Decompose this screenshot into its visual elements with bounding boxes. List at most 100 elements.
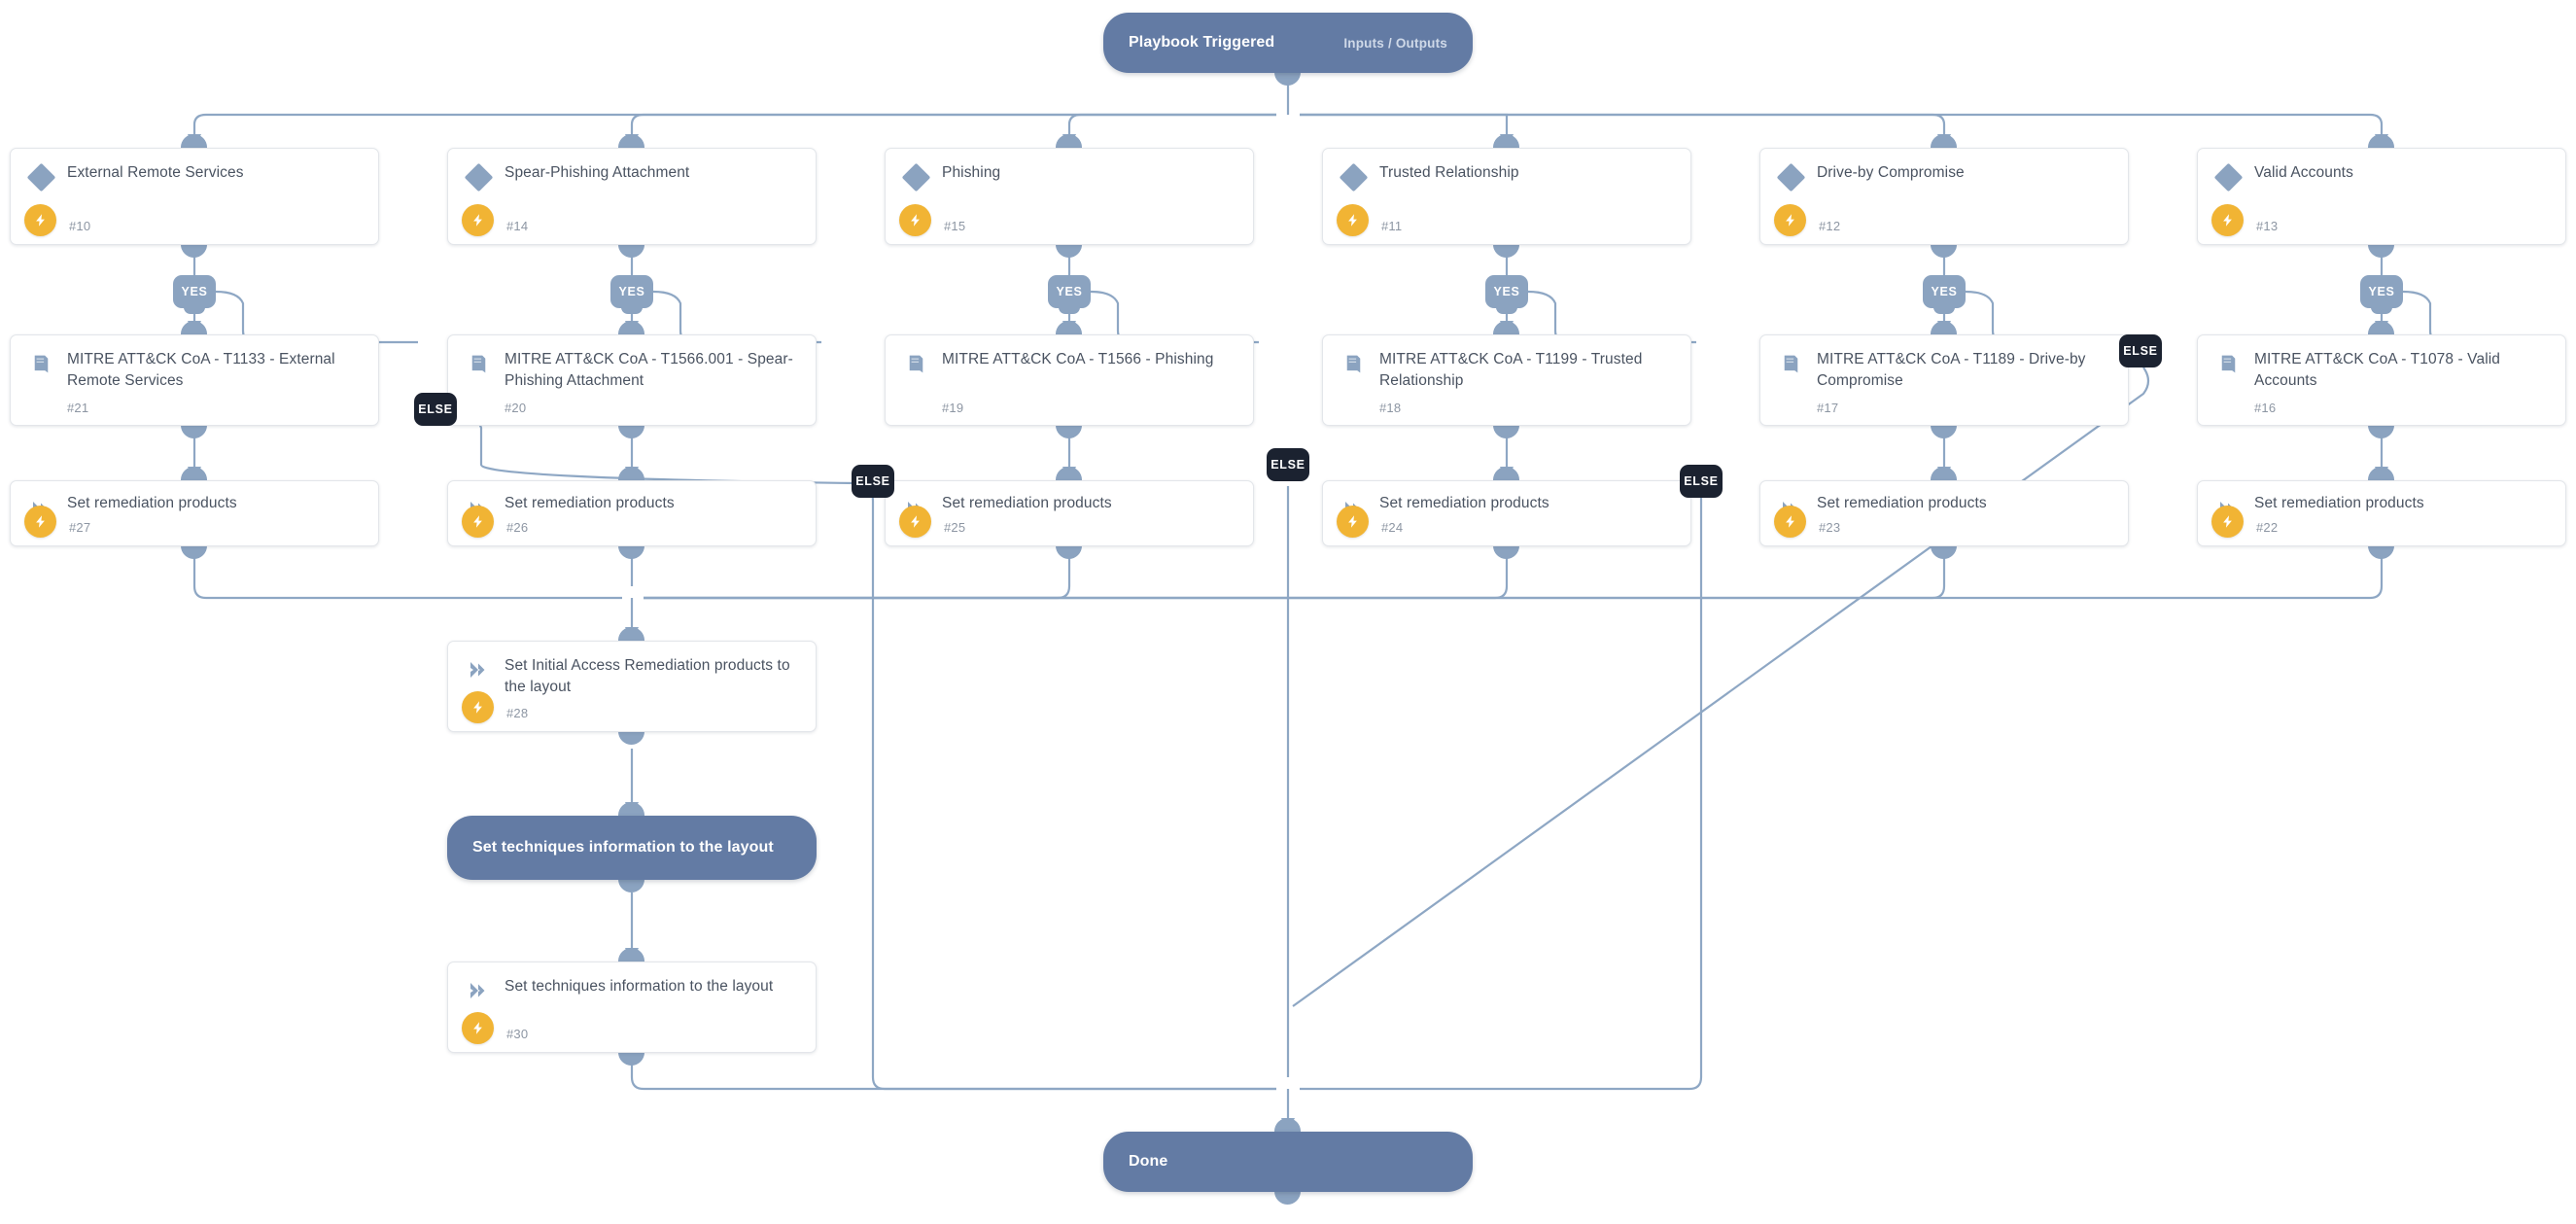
lightning-bolt-icon [2211,204,2244,236]
action-output-port [1056,545,1082,559]
playbook-trigger-node[interactable]: Playbook Triggered Inputs / Outputs [1103,13,1473,73]
node-title: Spear-Phishing Attachment [505,164,690,181]
coa-card-t1133[interactable]: MITRE ATT&CK CoA - T1133 - External Remo… [10,334,379,426]
node-id: #15 [944,219,966,233]
node-title: Set remediation products [2254,495,2424,511]
coa-output-port [181,425,207,438]
action-input-port [1931,467,1957,480]
diamond-icon [1339,162,1368,192]
condition-output-port [2368,244,2394,258]
node-title: Set remediation products [1817,495,1987,511]
node-id: #28 [506,706,529,720]
condition-input-port [181,134,207,148]
node-id: #13 [2256,219,2279,233]
section-input-port [618,802,644,816]
branch-badge-yes[interactable]: YES [2360,275,2403,308]
coa-card-t1566-001[interactable]: MITRE ATT&CK CoA - T1566.001 - Spear-Phi… [447,334,817,426]
condition-card-drive-by-compromise[interactable]: Drive-by Compromise #12 [1759,148,2129,245]
condition-input-port [1056,134,1082,148]
node-title: Valid Accounts [2254,164,2353,181]
action-card-set-techniques-information[interactable]: Set techniques information to the layout… [447,962,817,1053]
node-title: MITRE ATT&CK CoA - T1566 - Phishing [942,351,1214,367]
node-id: #11 [1381,219,1403,233]
done-node[interactable]: Done [1103,1132,1473,1192]
book-icon [28,351,53,376]
condition-output-port [1056,244,1082,258]
condition-input-port [2368,134,2394,148]
coa-input-port [618,321,644,334]
node-id: #16 [2254,401,2277,415]
node-title: MITRE ATT&CK CoA - T1566.001 - Spear-Phi… [505,351,793,389]
branch-badge-else[interactable]: ELSE [1680,465,1723,498]
branch-badge-yes[interactable]: YES [610,275,653,308]
diamond-icon [901,162,930,192]
coa-input-port [2368,321,2394,334]
action-card-set-remediation-products[interactable]: Set remediation products #27 [10,480,379,546]
node-title: Phishing [942,164,1001,181]
coa-card-t1189[interactable]: MITRE ATT&CK CoA - T1189 - Drive-by Comp… [1759,334,2129,426]
lightning-bolt-icon [462,204,494,236]
node-id: #21 [67,401,89,415]
coa-card-t1566[interactable]: MITRE ATT&CK CoA - T1566 - Phishing #19 [885,334,1254,426]
branch-badge-else[interactable]: ELSE [414,393,457,426]
book-icon [2215,351,2241,376]
node-id: #18 [1379,401,1402,415]
node-id: #26 [506,520,529,535]
condition-input-port [1931,134,1957,148]
node-title: Set remediation products [67,495,237,511]
action-card-set-initial-access-remediation[interactable]: Set Initial Access Remediation products … [447,641,817,732]
tail-input-port [618,948,644,962]
done-input-port [1274,1118,1301,1132]
branch-badge-yes[interactable]: YES [1485,275,1528,308]
branch-badge-else[interactable]: ELSE [1267,448,1309,481]
condition-card-valid-accounts[interactable]: Valid Accounts #13 [2197,148,2566,245]
branch-badge-yes[interactable]: YES [173,275,216,308]
action-input-port [181,467,207,480]
done-output-port [1274,1191,1301,1205]
condition-output-port [1931,244,1957,258]
node-title: External Remote Services [67,164,244,181]
node-id: #20 [505,401,527,415]
branch-badge-else[interactable]: ELSE [852,465,894,498]
condition-output-port [181,244,207,258]
condition-card-trusted-relationship[interactable]: Trusted Relationship #11 [1322,148,1691,245]
node-id: #23 [1819,520,1841,535]
condition-card-phishing[interactable]: Phishing #15 [885,148,1254,245]
lightning-bolt-icon [462,506,494,538]
coa-card-t1199[interactable]: MITRE ATT&CK CoA - T1199 - Trusted Relat… [1322,334,1691,426]
book-icon [466,351,491,376]
action-output-port [181,545,207,559]
action-card-set-remediation-products[interactable]: Set remediation products #26 [447,480,817,546]
action-card-set-remediation-products[interactable]: Set remediation products #24 [1322,480,1691,546]
condition-card-spear-phishing-attachment[interactable]: Spear-Phishing Attachment #14 [447,148,817,245]
node-id: #19 [942,401,964,415]
action-card-set-remediation-products[interactable]: Set remediation products #25 [885,480,1254,546]
coa-input-port [1931,321,1957,334]
action-input-port [2368,467,2394,480]
node-title: Trusted Relationship [1379,164,1519,181]
node-title: Set remediation products [1379,495,1549,511]
coa-card-t1078[interactable]: MITRE ATT&CK CoA - T1078 - Valid Account… [2197,334,2566,426]
lightning-bolt-icon [462,691,494,723]
action-card-set-remediation-products[interactable]: Set remediation products #22 [2197,480,2566,546]
section-pill-set-techniques-info[interactable]: Set techniques information to the layout [447,816,817,880]
coa-output-port [1931,425,1957,438]
condition-output-port [1493,244,1519,258]
action-input-port [1493,467,1519,480]
inputs-outputs-label[interactable]: Inputs / Outputs [1343,35,1447,51]
action-input-port [618,467,644,480]
condition-card-external-remote-services[interactable]: External Remote Services #10 [10,148,379,245]
node-title: Set techniques information to the layout [505,978,774,995]
branch-badge-else[interactable]: ELSE [2119,334,2162,367]
playbook-trigger-label: Playbook Triggered [1129,34,1275,52]
lightning-bolt-icon [899,204,931,236]
branch-badge-yes[interactable]: YES [1048,275,1091,308]
coa-input-port [1056,321,1082,334]
lightning-bolt-icon [1774,506,1806,538]
node-id: #12 [1819,219,1841,233]
branch-badge-yes[interactable]: YES [1923,275,1966,308]
action-card-set-remediation-products[interactable]: Set remediation products #23 [1759,480,2129,546]
lightning-bolt-icon [1337,506,1369,538]
